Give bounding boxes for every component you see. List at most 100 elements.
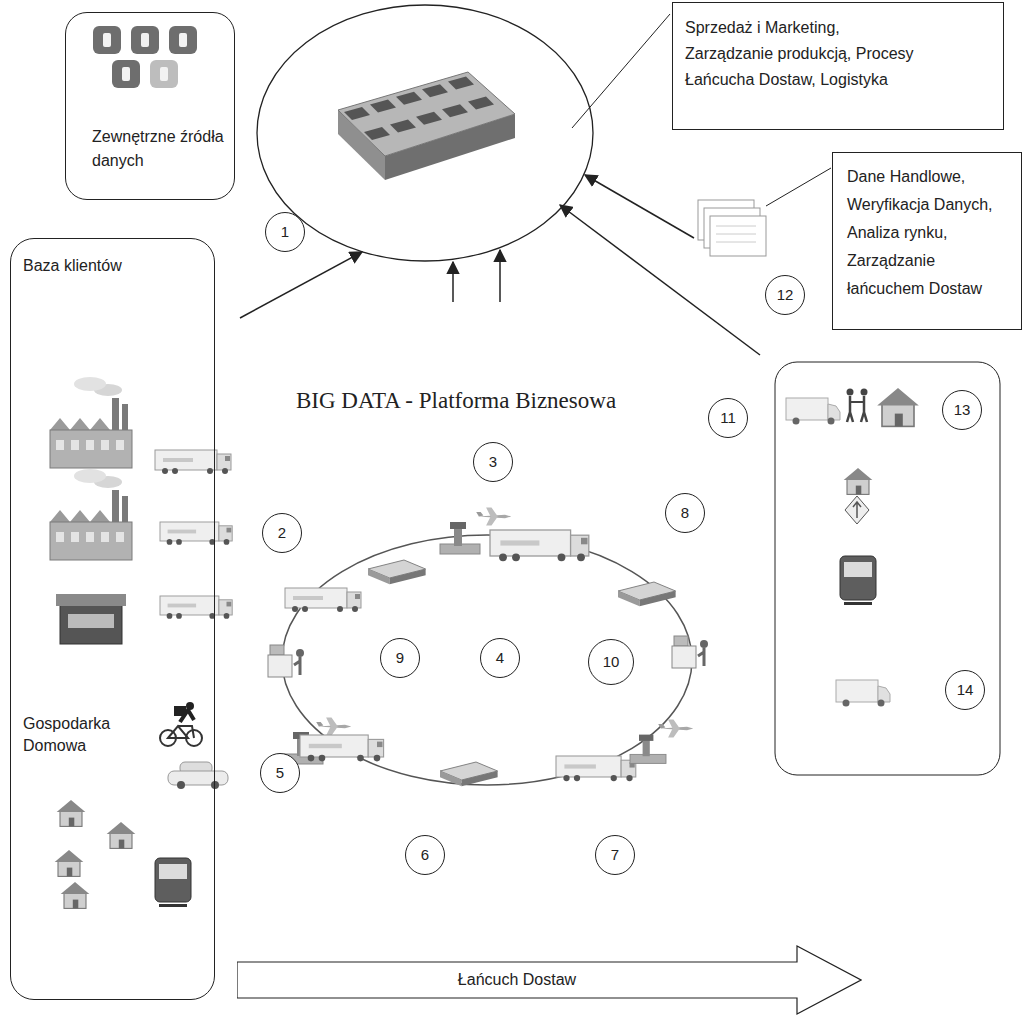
warehouse-skylight — [370, 99, 396, 112]
callout-number: 12 — [765, 275, 805, 315]
desk — [268, 655, 292, 677]
factory-window — [101, 532, 109, 542]
tower-cab — [450, 522, 466, 529]
truck-icon — [160, 596, 232, 619]
truck-wheel — [611, 775, 617, 781]
social-glyph — [179, 33, 187, 47]
truck-wheel — [563, 775, 569, 781]
house-wall — [60, 811, 82, 826]
factory-roof — [50, 418, 110, 430]
truck-wheel — [337, 606, 343, 612]
source-box: Zewnętrzne źródła danych — [65, 12, 235, 200]
plane-icon — [476, 508, 511, 526]
house-icon — [57, 800, 86, 826]
house-icon — [844, 468, 873, 494]
callout-text: 14 — [957, 681, 974, 699]
document-line — [716, 226, 756, 227]
container-side — [390, 569, 426, 584]
flow-arrow — [560, 205, 760, 355]
bus-bumper — [844, 602, 872, 605]
customer-box: Baza klientówGospodarka Domowa — [10, 238, 215, 1000]
screen — [270, 645, 284, 655]
callout-text: 6 — [421, 846, 429, 864]
truck-wheel — [558, 553, 566, 561]
people-icon — [847, 389, 868, 423]
car-body — [168, 771, 228, 785]
truck-window — [355, 594, 360, 599]
truck-window — [225, 456, 230, 461]
shop-awning — [56, 594, 126, 606]
flow-arrow — [499, 250, 501, 302]
truck-wheel — [176, 613, 182, 619]
chimney — [122, 496, 128, 522]
callout-number: 3 — [473, 442, 513, 482]
callout-text: 12 — [777, 286, 794, 304]
tower-shaft — [643, 740, 650, 756]
office-worker-icon — [268, 645, 304, 677]
callout-text: 5 — [276, 764, 284, 782]
truck-cab — [571, 535, 589, 556]
truck-trailer — [285, 588, 347, 608]
callout-text: 7 — [611, 846, 619, 864]
truck-icon — [160, 522, 232, 545]
house-wall — [882, 404, 914, 426]
callout-text: 2 — [278, 524, 286, 542]
factory-window — [101, 440, 109, 450]
callout-text: 3 — [489, 453, 497, 471]
house-roof — [844, 468, 873, 480]
truck-icon — [300, 735, 384, 761]
container-side — [640, 591, 676, 606]
person-head — [847, 389, 854, 396]
callout-number: 7 — [595, 835, 635, 875]
bus-body — [155, 858, 191, 902]
social-icon — [169, 26, 197, 54]
truck-wheel — [167, 613, 173, 619]
truck-trailer — [556, 756, 621, 777]
container-icon — [618, 582, 676, 606]
van-wheel — [843, 700, 850, 707]
container-front — [618, 591, 640, 606]
warehouse-roof — [338, 72, 515, 156]
screen — [674, 636, 688, 646]
callout-text: 10 — [603, 653, 620, 671]
truck-icon — [490, 530, 589, 561]
truck-wheel — [308, 755, 315, 762]
truck-wheel — [176, 539, 182, 545]
truck-wheel — [224, 613, 230, 619]
warehouse-skylight — [468, 97, 494, 110]
warehouse-skylight — [416, 112, 442, 125]
truck-cab — [368, 739, 383, 757]
callout-number: 5 — [260, 753, 300, 793]
truck-window — [581, 538, 588, 545]
tower-cab — [639, 735, 653, 741]
shop-wall — [60, 604, 122, 644]
callout-number: 4 — [480, 638, 520, 678]
house-roof — [55, 850, 84, 862]
callout-box: Dane Handlowe, Weryfikacja Danych, Anali… — [832, 152, 1022, 330]
road-sign — [845, 496, 869, 524]
person-head — [861, 389, 868, 396]
truck-wheel — [357, 755, 364, 762]
warehouse-skylight — [390, 119, 416, 132]
truck-wheel — [167, 539, 173, 545]
plane-wing — [668, 720, 680, 738]
truck-cab — [217, 454, 231, 470]
truck-stripe — [168, 530, 197, 534]
van-wheel — [878, 700, 885, 707]
callout-text: 1 — [281, 223, 289, 241]
truck-wheel — [319, 755, 326, 762]
warehouse-skylight — [344, 107, 370, 120]
node-text: Sprzedaż i Marketing, Zarządzanie produk… — [685, 15, 915, 93]
house-roof — [61, 882, 90, 894]
house-door — [69, 818, 75, 827]
truck-cab — [347, 592, 361, 608]
truck-wheel — [302, 606, 308, 612]
callout-text: 4 — [496, 649, 504, 667]
bike-frame — [168, 726, 194, 738]
plane-wing — [326, 718, 338, 736]
truck-stripe — [500, 540, 539, 545]
supply-ring — [282, 535, 692, 785]
leader-line — [572, 14, 670, 128]
leader-line — [766, 168, 831, 206]
